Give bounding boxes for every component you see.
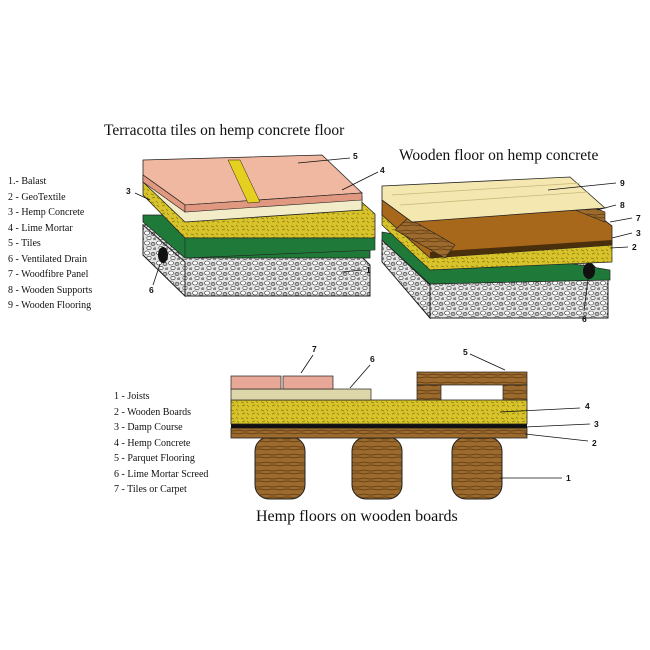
legend-item: 5 - Tiles: [8, 238, 41, 249]
terracotta-title: Terracotta tiles on hemp concrete floor: [104, 122, 345, 139]
callout-label: 5: [353, 151, 358, 161]
legend-item: 4 - Hemp Concrete: [114, 437, 191, 449]
legend-item: 4 - Lime Mortar: [8, 222, 73, 234]
callout-label: 3: [126, 186, 131, 196]
callout-label: 8: [620, 200, 625, 210]
callout-label: 9: [620, 178, 625, 188]
callout-label: 7: [636, 213, 641, 223]
legend-item: 8 - Wooden Supports: [8, 284, 93, 296]
legend-item: 3 - Damp Course: [114, 422, 183, 433]
terracotta-diagram: [142, 154, 376, 298]
callout-label: 6: [370, 354, 375, 364]
legend-item: 6 - Ventilated Drain: [8, 253, 87, 265]
legend-item: 1.- Balast: [8, 176, 47, 187]
legend-item: 7 - Tiles or Carpet: [114, 484, 187, 495]
callout-label: 6: [582, 314, 587, 324]
boards-title: Hemp floors on wooden boards: [256, 508, 458, 525]
callout-label: 7: [312, 344, 317, 354]
boards-diagram: [230, 371, 528, 500]
callout-label: 3: [636, 228, 641, 238]
legend-item: 6 - Lime Mortar Screed: [114, 468, 209, 480]
terracotta-legend: 1.- Balast 2 - GeoTextile 3 - Hemp Concr…: [8, 174, 92, 314]
legend-item: 2 - GeoTextile: [8, 191, 66, 203]
boards-callouts: 7 6 5 4 3 2 1: [300, 344, 599, 483]
legend-item: 3 - Hemp Concrete: [8, 207, 85, 218]
callout-label: 2: [592, 438, 597, 448]
wooden-floor-callouts: 9 8 7 3 2 6: [547, 178, 641, 324]
legend-item: 1 - Joists: [114, 391, 150, 402]
boards-legend: 1 - Joists 2 - Wooden Boards 3 - Damp Co…: [114, 389, 208, 498]
callout-label: 4: [585, 401, 590, 411]
callout-label: 1: [566, 473, 571, 483]
callout-label: 1: [366, 265, 371, 275]
callout-label: 6: [149, 285, 154, 295]
callout-label: 2: [632, 242, 637, 252]
callout-label: 3: [594, 419, 599, 429]
legend-item: 2 - Wooden Boards: [114, 406, 192, 418]
callout-label: 5: [463, 347, 468, 357]
terracotta-callouts: 5 4 3 1 6: [126, 151, 385, 295]
legend-item: 7 - Woodfibre Panel: [8, 269, 89, 280]
wooden-floor-title: Wooden floor on hemp concrete: [399, 147, 599, 164]
callout-label: 4: [380, 165, 385, 175]
legend-item: 9 - Wooden Flooring: [8, 300, 92, 311]
legend-item: 5 - Parquet Flooring: [114, 453, 195, 464]
wooden-floor-diagram: [381, 176, 613, 320]
